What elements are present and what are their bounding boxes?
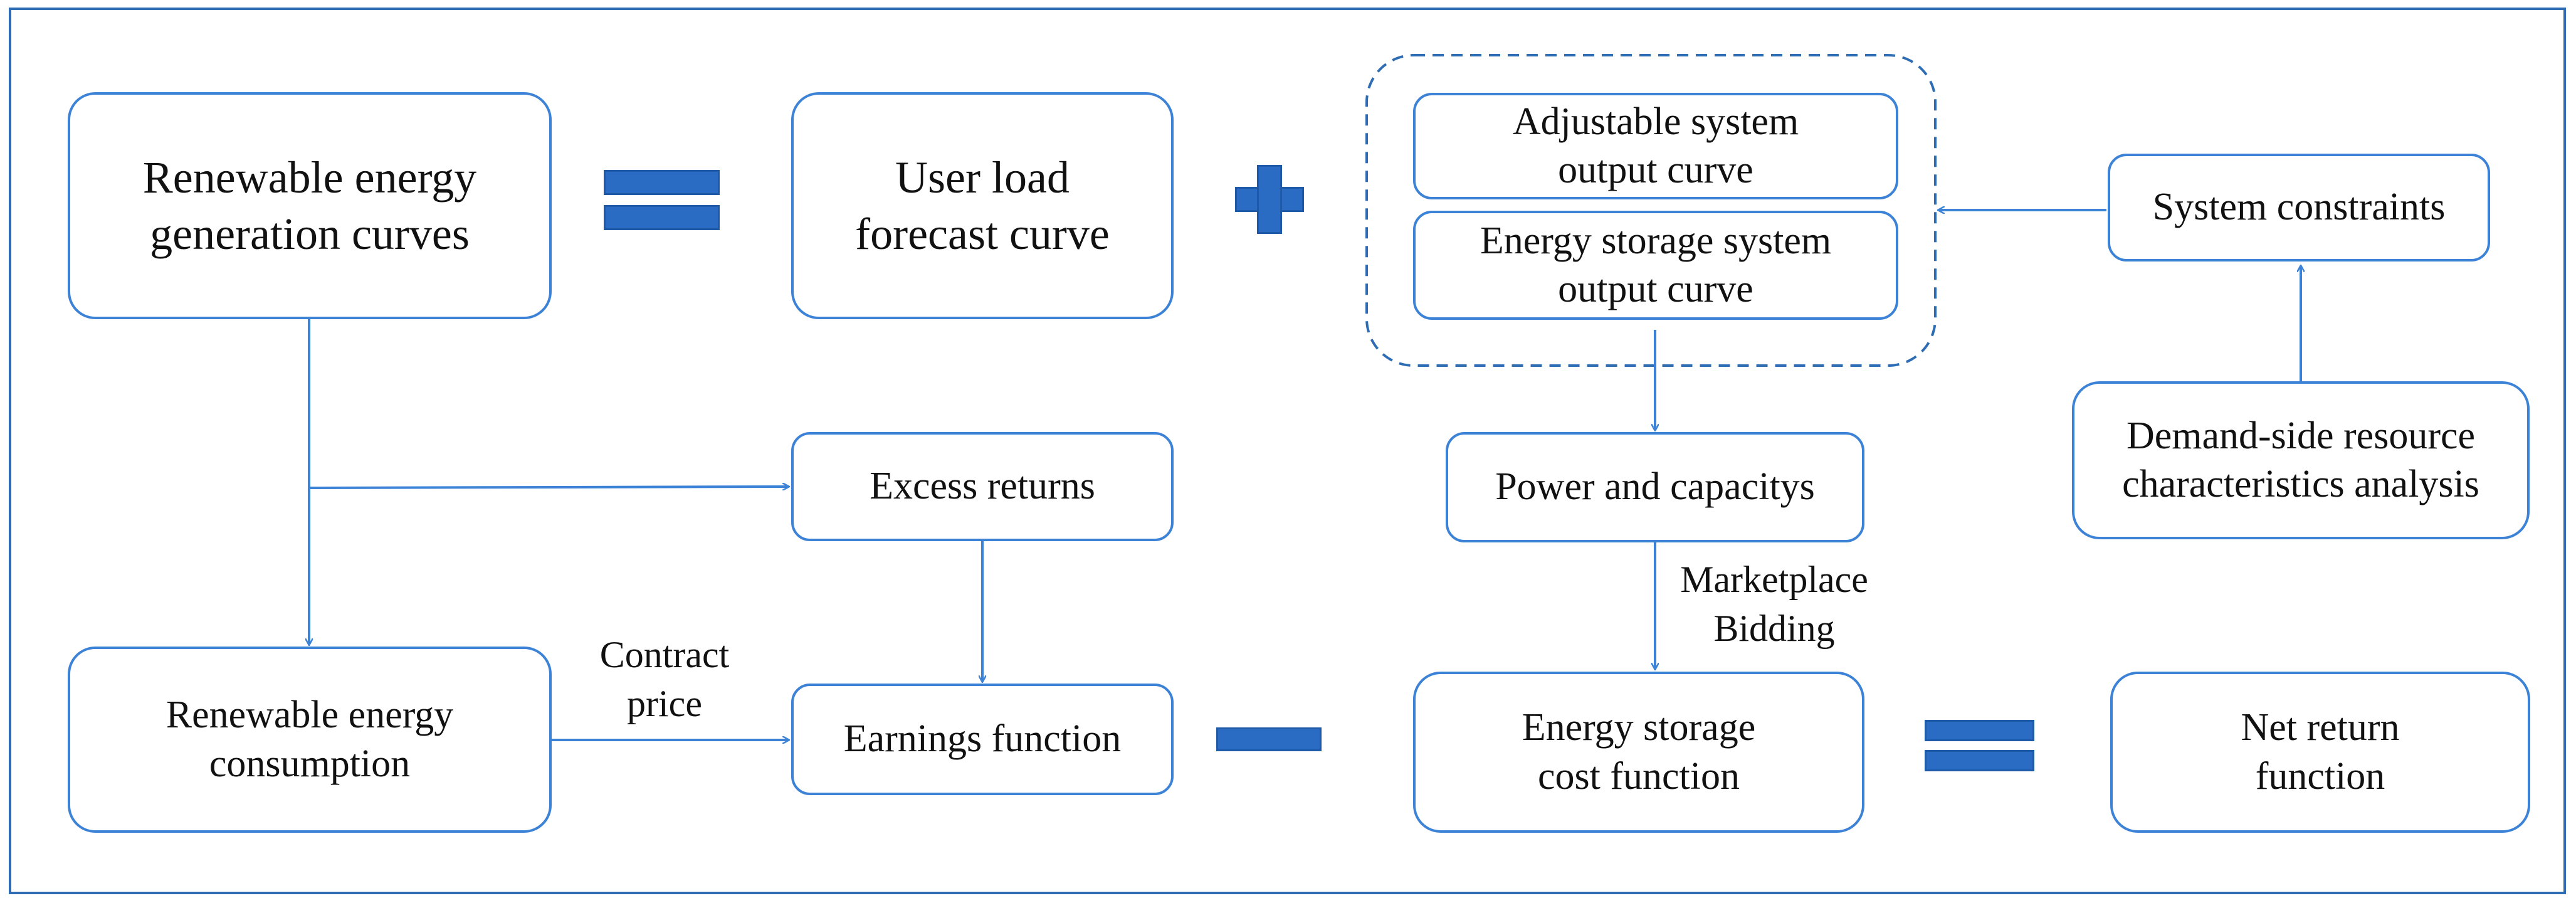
node-system-constraints: System constraints — [2108, 154, 2490, 261]
label-contract-price: Contract price — [599, 634, 730, 724]
node-renewable-generation: Renewable energy generation curves — [68, 92, 552, 319]
node-excess-returns: Excess returns — [791, 432, 1174, 541]
minus-operator — [1216, 727, 1322, 751]
edge-generation-to-excess-returns — [308, 487, 789, 488]
node-storage-cost: Energy storage cost function — [1413, 672, 1864, 833]
node-storage-output: Energy storage system output curve — [1413, 211, 1898, 320]
node-power-capacity: Power and capacitys — [1446, 432, 1864, 542]
node-adjustable-output: Adjustable system output curve — [1413, 93, 1898, 199]
output-curves-group — [1365, 54, 1937, 367]
node-earnings-function: Earnings function — [791, 684, 1174, 795]
node-renewable-consumption: Renewable energy consumption — [68, 647, 552, 833]
label-marketplace-bidding: Marketplace Bidding — [1680, 559, 1868, 649]
node-net-return: Net return function — [2110, 672, 2530, 833]
node-demand-side: Demand-side resource characteristics ana… — [2072, 381, 2530, 539]
diagram-frame — [9, 8, 2566, 894]
node-user-load: User load forecast curve — [791, 92, 1174, 319]
